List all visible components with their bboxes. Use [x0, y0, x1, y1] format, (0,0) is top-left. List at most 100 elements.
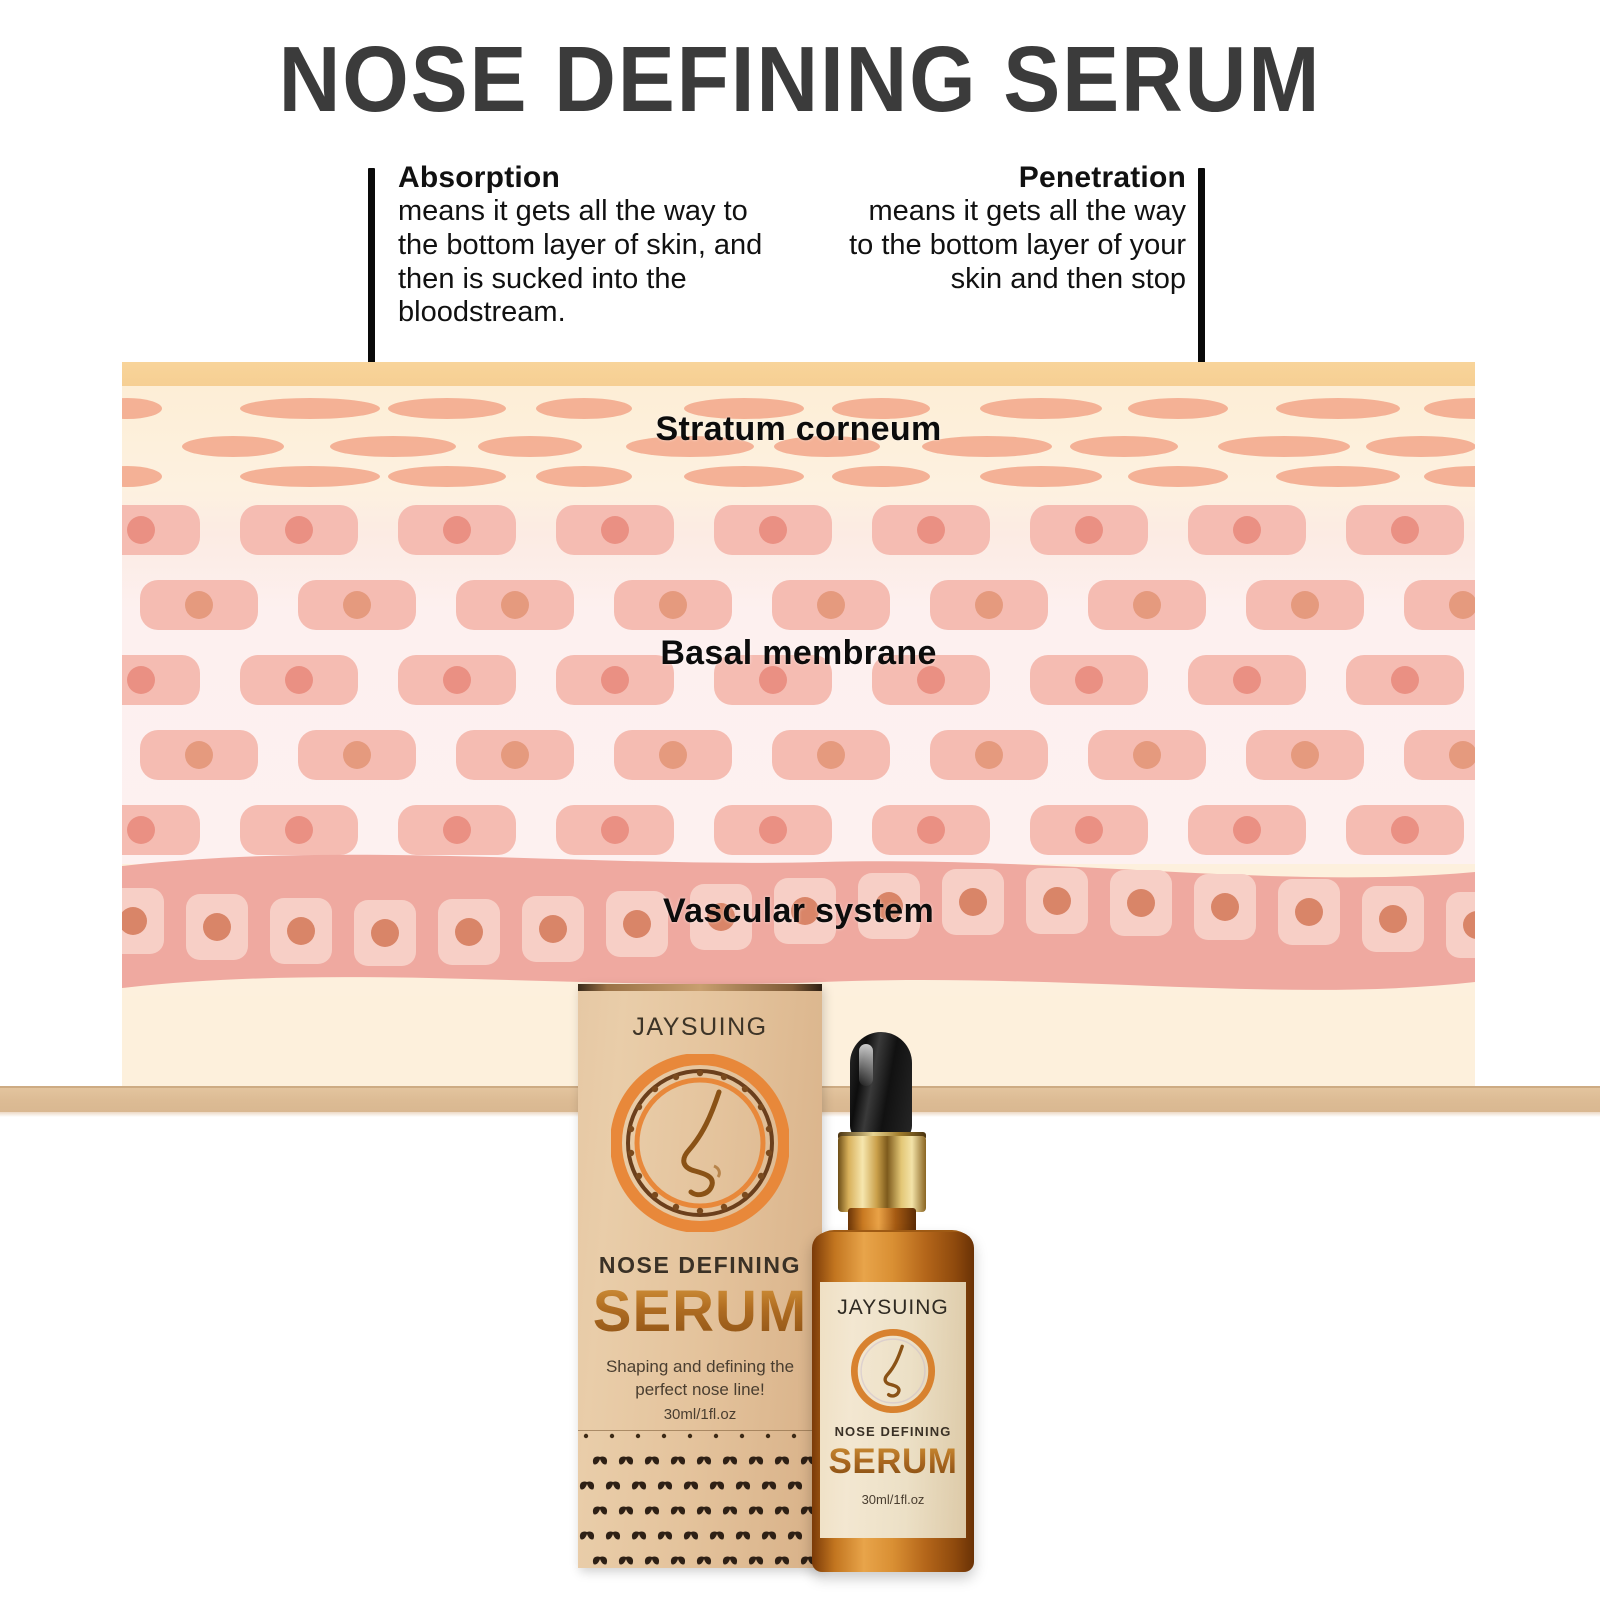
box-ornament	[748, 1500, 764, 1515]
box-ornament	[722, 1450, 738, 1465]
skin-cross-section-diagram: Stratum corneum Basal membrane Vascular …	[122, 362, 1475, 1086]
cell-nucleus	[285, 516, 313, 544]
stratum-corneum-cell	[240, 398, 380, 419]
cell-nucleus	[1075, 816, 1103, 844]
box-ornament	[579, 1475, 595, 1490]
box-ornament	[657, 1525, 673, 1540]
box-ornament	[631, 1475, 647, 1490]
box-ornament	[709, 1525, 725, 1540]
cell-nucleus	[623, 909, 651, 938]
stratum-corneum-cell	[1128, 398, 1228, 419]
cell-nucleus	[127, 816, 155, 844]
cell-nucleus	[1449, 741, 1475, 769]
cell-nucleus	[1463, 910, 1475, 939]
box-ornament	[670, 1450, 686, 1465]
label-brand-name: JAYSUING	[837, 1296, 949, 1319]
cell-nucleus	[1043, 887, 1071, 916]
box-ornament	[644, 1550, 660, 1565]
cell-nucleus	[817, 591, 845, 619]
box-ornament	[748, 1550, 764, 1565]
box-ornament	[722, 1550, 738, 1565]
stratum-corneum-cell	[626, 436, 754, 457]
box-ornament	[800, 1550, 816, 1565]
stratum-corneum-cell	[388, 398, 506, 419]
cell-nucleus	[917, 666, 945, 694]
cell-nucleus	[1127, 888, 1155, 917]
label-stratum-corneum: Stratum corneum	[655, 410, 942, 448]
box-seam-dot	[661, 1433, 667, 1439]
bottle-label: JAYSUING NOSE DEFINING SERUM 30ml/1fl.oz	[820, 1282, 966, 1538]
cell-nucleus	[1233, 816, 1261, 844]
box-seam-dot	[609, 1433, 615, 1439]
callout-absorption: Absorption means it gets all the way to …	[398, 160, 778, 330]
cell-nucleus	[659, 741, 687, 769]
box-ornament	[579, 1525, 595, 1540]
box-seam-dot	[635, 1433, 641, 1439]
box-product-name-line2: SERUM	[578, 1278, 822, 1345]
stratum-corneum-cell	[774, 436, 880, 457]
dropper-bulb	[850, 1032, 912, 1140]
cell-nucleus	[287, 917, 315, 946]
cell-nucleus	[1291, 741, 1319, 769]
page-title: NOSE DEFINING SERUM	[278, 27, 1322, 131]
box-ornament	[683, 1525, 699, 1540]
box-ornament	[761, 1525, 777, 1540]
box-ornament	[761, 1475, 777, 1490]
box-top-flap	[578, 984, 822, 991]
stratum-corneum-cell	[832, 466, 930, 487]
stratum-corneum-cell	[1218, 436, 1350, 457]
cell-nucleus	[917, 516, 945, 544]
label-product-name-line2: SERUM	[820, 1442, 966, 1482]
box-ornament	[605, 1475, 621, 1490]
cell-nucleus	[127, 666, 155, 694]
box-ornament	[787, 1475, 803, 1490]
box-seam-dot	[687, 1433, 693, 1439]
cell-nucleus	[343, 591, 371, 619]
cell-nucleus	[127, 516, 155, 544]
box-ornament	[644, 1450, 660, 1465]
box-seam-dot	[583, 1433, 589, 1439]
stratum-corneum-cell	[478, 436, 582, 457]
callout-absorption-heading: Absorption	[398, 161, 560, 194]
box-seam-dot	[791, 1433, 797, 1439]
box-ornament	[696, 1550, 712, 1565]
stratum-corneum-cell	[1276, 466, 1400, 487]
cell-nucleus	[1133, 591, 1161, 619]
cell-nucleus	[707, 903, 735, 932]
box-ornament	[774, 1550, 790, 1565]
stratum-corneum-cell	[388, 466, 506, 487]
callout-penetration-body: means it gets all the way to the bottom …	[849, 195, 1186, 295]
cell-nucleus	[443, 816, 471, 844]
cell-nucleus	[791, 896, 819, 925]
bulb-highlight	[859, 1044, 873, 1086]
cell-nucleus	[1233, 666, 1261, 694]
stratum-corneum-surface	[122, 362, 1475, 386]
label-volume: 30ml/1fl.oz	[861, 1492, 925, 1507]
cell-nucleus	[443, 516, 471, 544]
cell-nucleus	[917, 816, 945, 844]
cell-nucleus	[975, 741, 1003, 769]
box-ornament	[605, 1525, 621, 1540]
stratum-corneum-cell	[122, 398, 162, 419]
callout-absorption-body: means it gets all the way to the bottom …	[398, 195, 763, 329]
cell-nucleus	[185, 591, 213, 619]
callout-penetration-heading: Penetration	[1018, 161, 1186, 194]
cell-nucleus	[343, 741, 371, 769]
stratum-corneum-cell	[980, 466, 1102, 487]
nose-profile-icon	[850, 1328, 936, 1414]
cell-nucleus	[817, 741, 845, 769]
box-ornament	[774, 1500, 790, 1515]
box-divider	[578, 1430, 822, 1431]
box-ornament	[722, 1500, 738, 1515]
box-product-name-line1: NOSE DEFINING	[598, 1252, 802, 1278]
stratum-corneum-cell	[1424, 398, 1475, 419]
cell-nucleus	[601, 516, 629, 544]
callout-penetration: Penetration means it gets all the way to…	[846, 160, 1186, 296]
stratum-corneum-cell	[832, 398, 930, 419]
box-seam-dot	[739, 1433, 745, 1439]
box-ornament	[644, 1500, 660, 1515]
box-ornament	[800, 1450, 816, 1465]
nose-profile-icon	[611, 1054, 789, 1232]
cell-nucleus	[122, 906, 147, 935]
